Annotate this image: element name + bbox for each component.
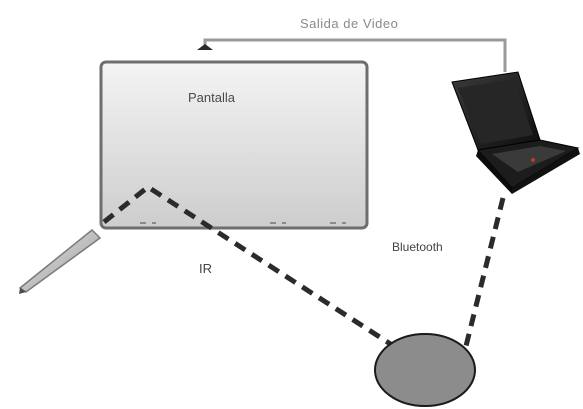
screen-panel — [99, 60, 369, 230]
bluetooth-link — [462, 197, 506, 351]
screen-label: Pantalla — [188, 90, 235, 105]
stylus-pen-icon — [18, 228, 102, 294]
video-cable — [197, 38, 507, 72]
video-cable-connector — [197, 44, 213, 50]
screen-sensor-strip — [140, 222, 346, 224]
ir-label: IR — [199, 261, 212, 276]
ir-link — [102, 183, 394, 348]
video-output-label: Salida de Video — [300, 16, 399, 31]
bluetooth-label: Bluetooth — [392, 240, 443, 254]
laptop-icon — [451, 71, 580, 194]
trackpoint — [531, 158, 535, 162]
receiver-device-icon — [374, 333, 476, 407]
